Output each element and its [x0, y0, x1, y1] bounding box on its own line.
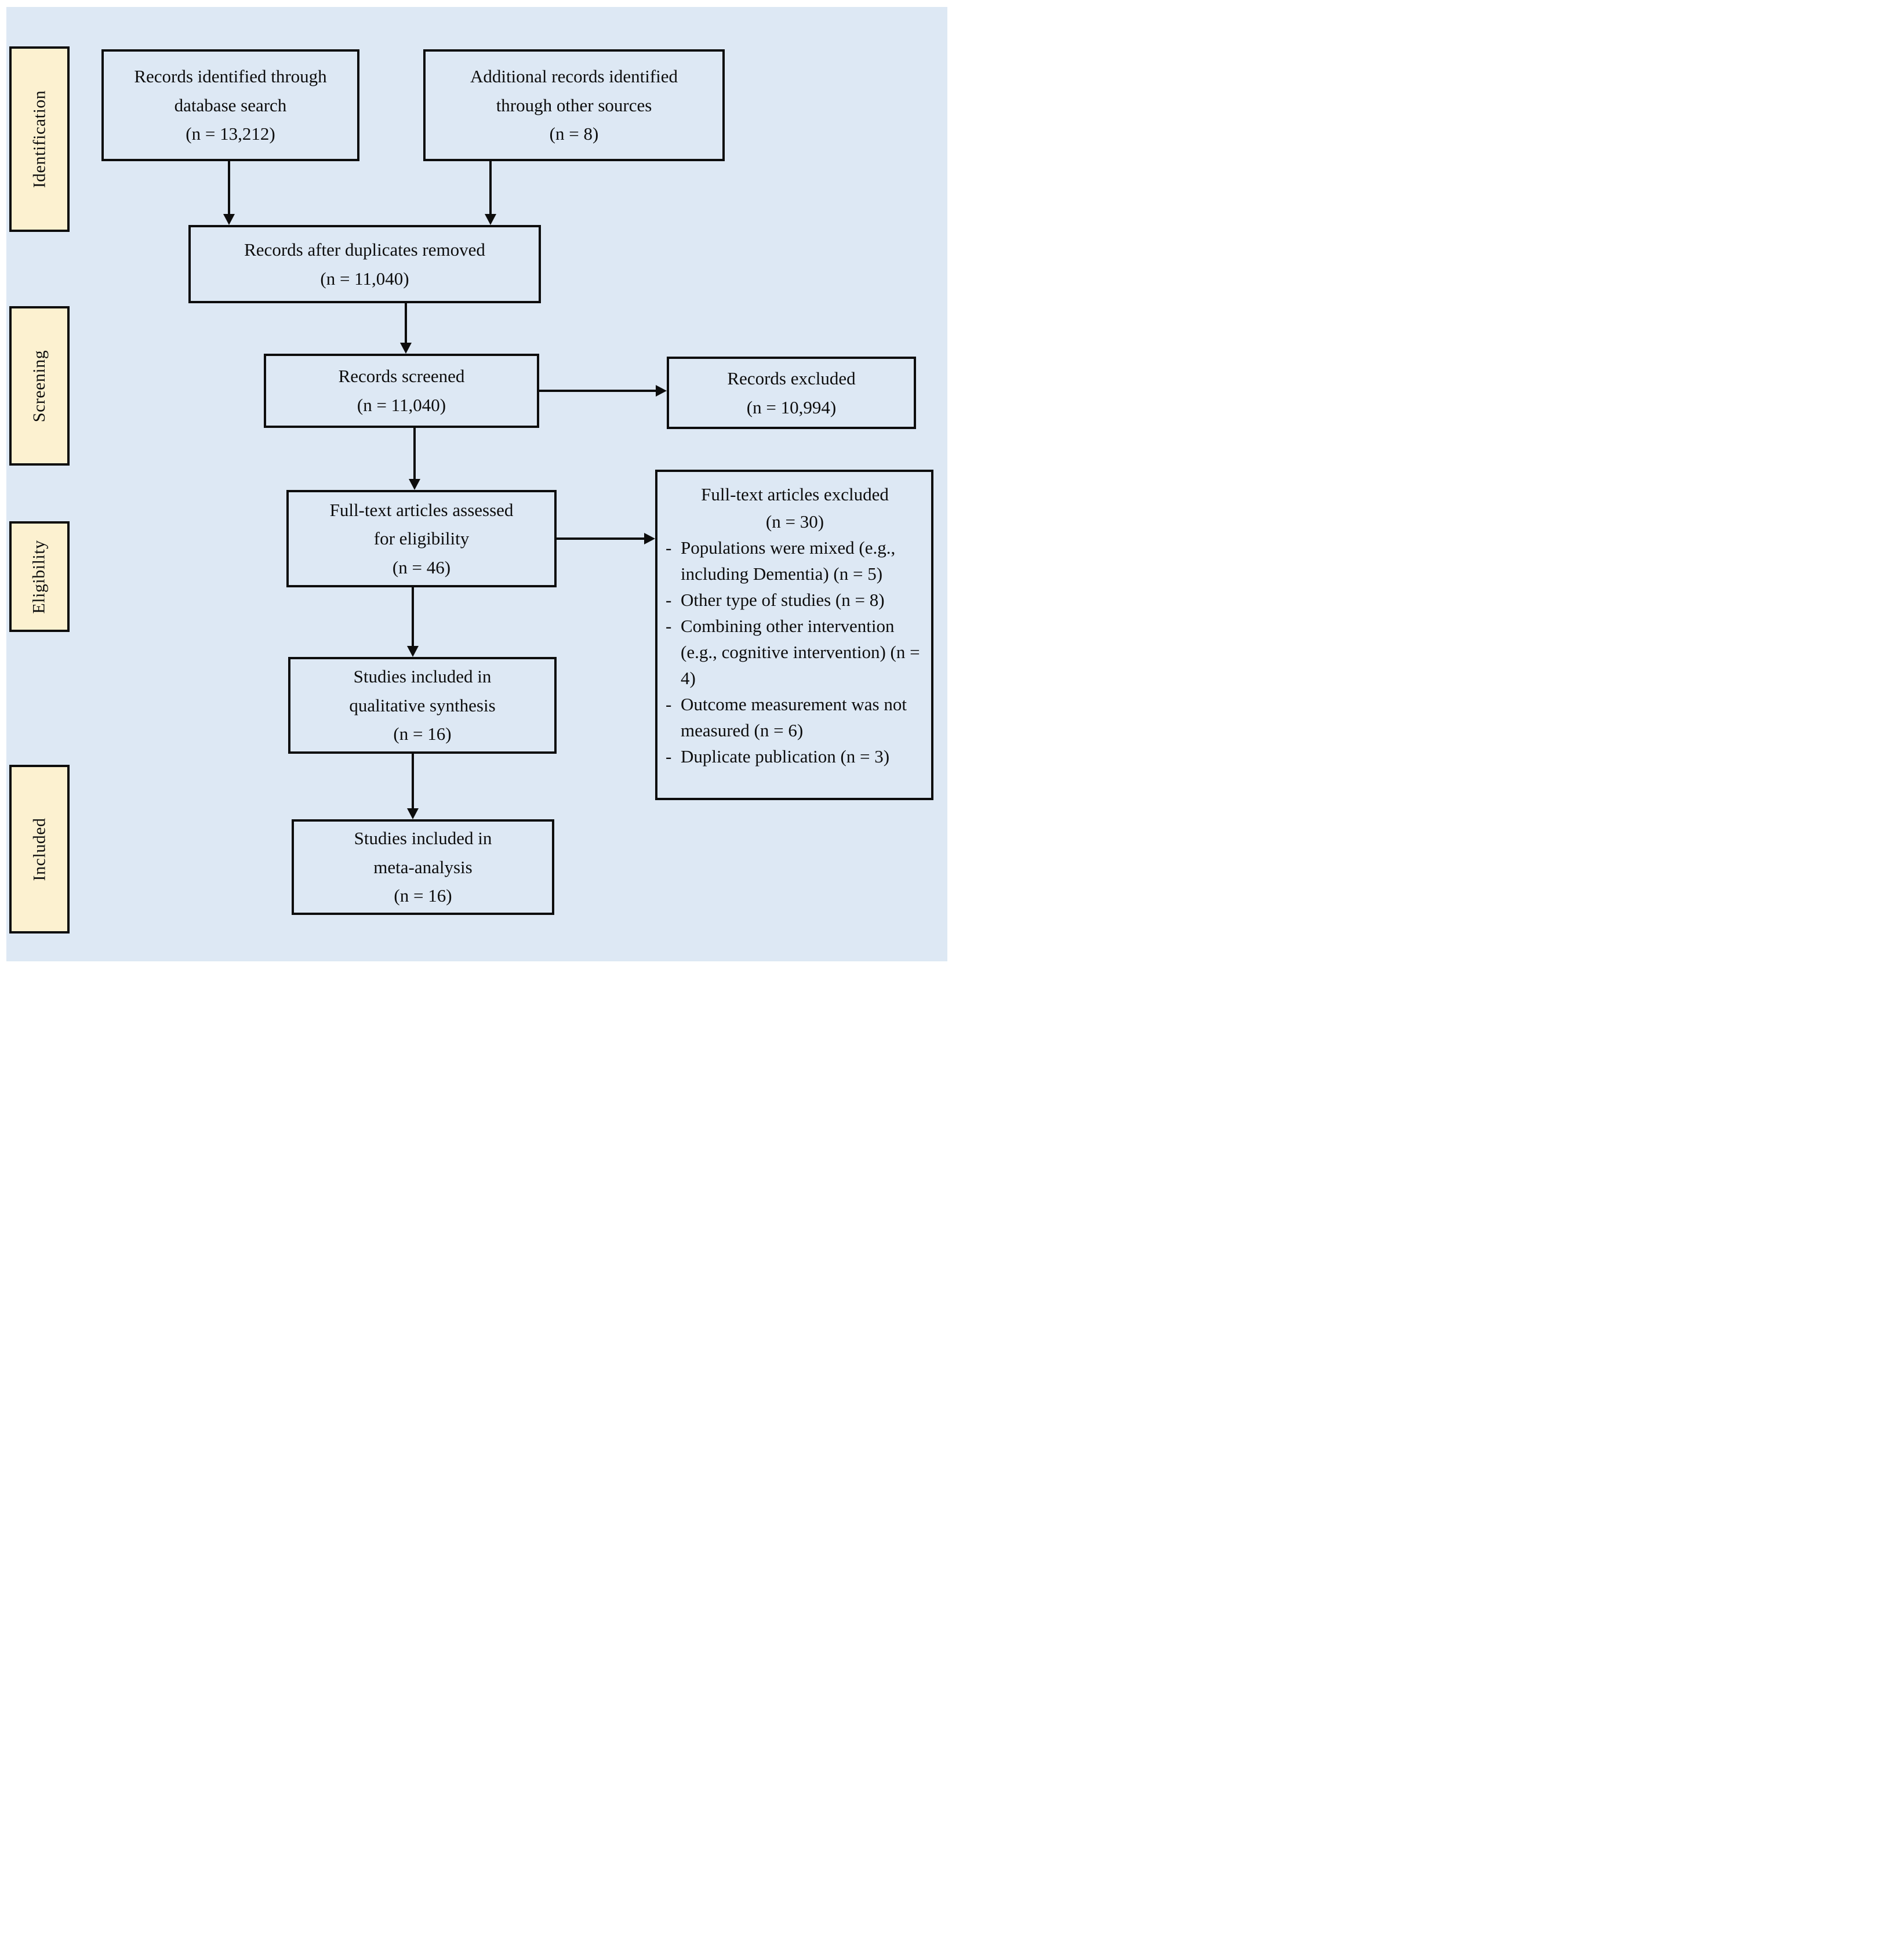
- arrow-dedup-to-screened-head-icon: [400, 343, 412, 354]
- box-fulltext-assessed: Full-text articles assessed for eligibil…: [286, 490, 557, 587]
- box-records-identified: Records identified through database sear…: [101, 49, 359, 161]
- box-fulltext-assessed-count: (n = 46): [392, 557, 451, 577]
- box-meta-analysis: Studies included in meta-analysis (n = 1…: [292, 819, 554, 915]
- arrow-screened-to-excluded-line: [539, 390, 656, 392]
- arrow-screened-to-fulltext-head-icon: [409, 479, 420, 490]
- bullet-dash: -: [666, 615, 672, 636]
- exclusion-reason-item: - Outcome measurement was not measured (…: [664, 692, 925, 744]
- arrow-fulltext-to-excluded-head-icon: [644, 533, 655, 544]
- box-fulltext-assessed-line1: Full-text articles assessed: [329, 499, 514, 520]
- box-qualitative-synthesis-line2: qualitative synthesis: [349, 695, 496, 715]
- box-records-excluded-line1: Records excluded: [727, 368, 856, 388]
- arrow-fulltext-to-excluded-line: [557, 537, 645, 540]
- box-fulltext-excluded-count: (n = 30): [765, 511, 824, 532]
- box-duplicates-removed: Records after duplicates removed (n = 11…: [188, 225, 541, 303]
- box-records-identified-line2: database search: [174, 95, 287, 115]
- box-records-screened-count: (n = 11,040): [357, 395, 446, 415]
- box-meta-analysis-line1: Studies included in: [354, 828, 492, 849]
- box-duplicates-removed-line1: Records after duplicates removed: [244, 239, 485, 260]
- arrow-additional-to-dedup-line: [489, 161, 492, 215]
- box-records-screened: Records screened (n = 11,040): [264, 354, 539, 428]
- exclusion-reason-item: - Duplicate publication (n = 3): [664, 744, 925, 770]
- bullet-dash: -: [666, 589, 672, 610]
- arrow-fulltext-to-qualitative-head-icon: [407, 646, 419, 657]
- arrow-additional-to-dedup-head-icon: [485, 214, 496, 225]
- stage-label-eligibility-text: Eligibility: [30, 539, 49, 614]
- box-fulltext-excluded-title: Full-text articles excluded: [701, 484, 889, 504]
- box-additional-records: Additional records identified through ot…: [423, 49, 725, 161]
- box-records-excluded-count: (n = 10,994): [746, 397, 837, 417]
- stage-label-eligibility: Eligibility: [9, 521, 70, 632]
- box-meta-analysis-count: (n = 16): [394, 885, 452, 906]
- exclusion-reason-item: - Other type of studies (n = 8): [664, 587, 925, 613]
- arrow-dedup-to-screened-line: [405, 303, 407, 343]
- exclusion-reason-item: - Populations were mixed (e.g., includin…: [664, 535, 925, 587]
- box-qualitative-synthesis: Studies included in qualitative synthesi…: [288, 657, 557, 754]
- box-additional-records-line1: Additional records identified: [470, 66, 678, 87]
- exclusion-reason-populations-mixed: Populations were mixed (e.g., including …: [681, 537, 896, 584]
- prisma-flow-diagram: Identification Screening Eligibility Inc…: [0, 0, 952, 968]
- arrow-screened-to-fulltext-line: [413, 428, 416, 480]
- exclusion-reason-duplicate-publication: Duplicate publication (n = 3): [681, 746, 890, 767]
- bullet-dash: -: [666, 537, 672, 558]
- stage-label-screening: Screening: [9, 306, 70, 466]
- bullet-dash: -: [666, 746, 672, 767]
- box-qualitative-synthesis-line1: Studies included in: [353, 666, 492, 687]
- box-qualitative-synthesis-count: (n = 16): [393, 724, 452, 744]
- box-records-identified-count: (n = 13,212): [186, 124, 275, 144]
- bullet-dash: -: [666, 693, 672, 714]
- box-records-identified-line1: Records identified through: [134, 66, 327, 87]
- stage-label-included: Included: [9, 765, 70, 934]
- box-meta-analysis-line2: meta-analysis: [373, 856, 473, 877]
- arrow-qualitative-to-meta-head-icon: [407, 808, 419, 819]
- box-additional-records-count: (n = 8): [549, 124, 599, 144]
- stage-label-identification: Identification: [9, 46, 70, 232]
- exclusion-reason-other-studies: Other type of studies (n = 8): [681, 589, 885, 610]
- arrow-fulltext-to-qualitative-line: [412, 587, 414, 646]
- box-additional-records-line2: through other sources: [496, 95, 652, 115]
- box-duplicates-removed-count: (n = 11,040): [320, 268, 409, 289]
- exclusion-reason-combining-intervention: Combining other intervention (e.g., cogn…: [681, 615, 920, 688]
- arrow-identified-to-dedup-head-icon: [223, 214, 235, 225]
- exclusion-reason-item: - Combining other intervention (e.g., co…: [664, 613, 925, 692]
- arrow-identified-to-dedup-line: [228, 161, 230, 215]
- box-records-screened-line1: Records screened: [338, 366, 465, 387]
- stage-label-screening-text: Screening: [30, 350, 49, 422]
- arrow-screened-to-excluded-head-icon: [656, 385, 667, 397]
- box-fulltext-assessed-line2: for eligibility: [373, 528, 470, 549]
- stage-label-identification-text: Identification: [30, 90, 49, 188]
- exclusion-reason-outcome-measurement: Outcome measurement was not measured (n …: [681, 693, 907, 740]
- box-fulltext-excluded: Full-text articles excluded (n = 30) - P…: [655, 470, 933, 800]
- box-records-excluded: Records excluded (n = 10,994): [667, 357, 916, 429]
- arrow-qualitative-to-meta-line: [412, 754, 414, 809]
- stage-label-included-text: Included: [30, 818, 49, 881]
